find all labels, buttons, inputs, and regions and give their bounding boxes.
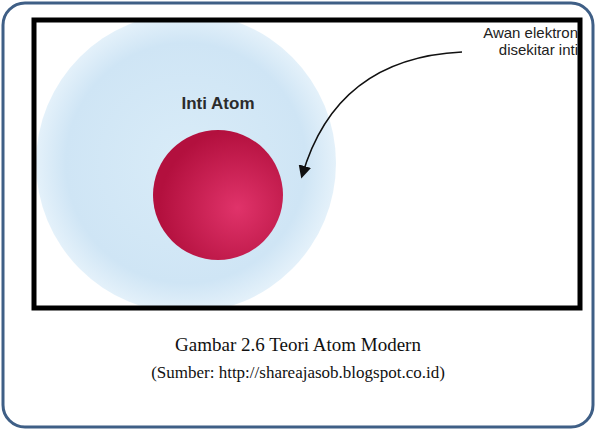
figure-caption: Gambar 2.6 Teori Atom Modern	[175, 334, 421, 356]
nucleus-shape	[151, 94, 285, 262]
nucleus-circle	[153, 130, 283, 260]
leader-arrow	[302, 52, 462, 176]
source-note: (Sumber: http://shareajasob.blogspot.co.…	[151, 363, 445, 383]
node-label: Inti Atom	[151, 94, 285, 114]
figure-frame	[34, 20, 580, 308]
outer-border	[3, 3, 593, 427]
nucleus-node: Inti Atom	[151, 94, 285, 262]
electron-cloud	[36, 20, 336, 308]
callout-text: Awan elektron disekitar inti	[460, 24, 578, 59]
